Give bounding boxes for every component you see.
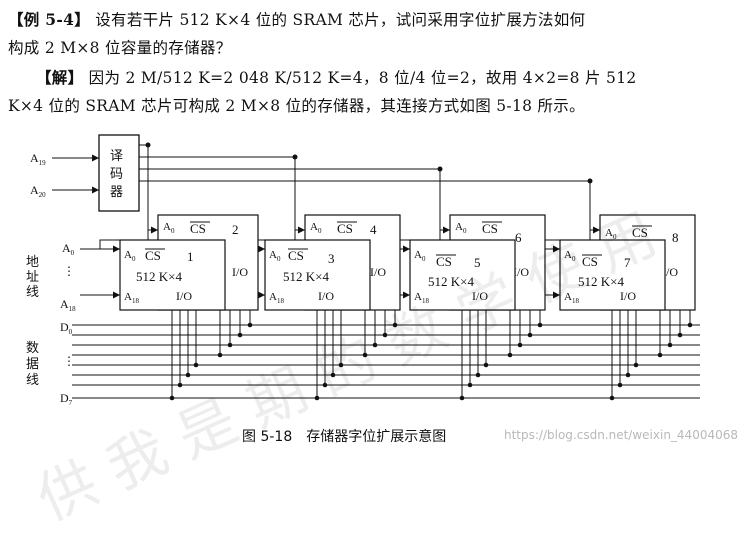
chip-7: A0 CS 7 512 K×4 A18 I/O: [559, 239, 666, 311]
svg-text:I/O: I/O: [318, 289, 334, 303]
a0-label: A0: [62, 241, 75, 257]
decoder-char-1: 译: [110, 148, 123, 163]
svg-text:2: 2: [232, 222, 239, 237]
addr-label-1: 地: [26, 254, 39, 269]
svg-text:CS: CS: [582, 254, 598, 269]
svg-text:A0: A0: [163, 221, 175, 235]
a20-label: A20: [30, 183, 46, 199]
memory-expansion-diagram: 译 码 器 A19 A20 地 址 线 数 据 线 A0 ⋮ A18 D0 ⋮: [26, 134, 700, 407]
addr-label-3: 线: [26, 284, 39, 299]
a18-label: A18: [60, 297, 76, 313]
svg-text:A18: A18: [564, 291, 579, 305]
data-label-2: 据: [26, 356, 39, 371]
svg-text:I/O: I/O: [513, 265, 529, 279]
svg-text:CS: CS: [482, 221, 498, 236]
decoder-junctions: [145, 142, 593, 184]
d7-label: D7: [60, 391, 73, 407]
svg-text:I/O: I/O: [620, 289, 636, 303]
solution-text-1: 因为 2 M/512 K=2 048 K/512 K=4，8 位/4 位=2，故…: [88, 69, 637, 87]
decoder-char-3: 器: [110, 184, 123, 199]
svg-text:8: 8: [672, 230, 679, 245]
svg-text:CS: CS: [436, 254, 452, 269]
svg-text:1: 1: [187, 249, 194, 264]
decoder-char-2: 码: [110, 166, 123, 181]
data-dots: ⋮: [63, 354, 75, 368]
svg-text:CS: CS: [145, 248, 161, 263]
svg-text:CS: CS: [288, 248, 304, 263]
a19-label: A19: [30, 151, 46, 167]
svg-text:I/O: I/O: [662, 265, 678, 279]
svg-text:I/O: I/O: [370, 265, 386, 279]
figure-caption: 图 5-18 存储器字位扩展示意图: [242, 429, 447, 445]
svg-text:3: 3: [328, 251, 335, 266]
svg-text:A0: A0: [414, 249, 426, 263]
solution-text-2: K×4 位的 SRAM 芯片可构成 2 M×8 位的存储器，其连接方式如图 5-…: [8, 97, 585, 115]
source-credit: https://blog.csdn.net/weixin_44004068: [503, 428, 738, 442]
svg-text:A0: A0: [124, 249, 136, 263]
solution-line-2: K×4 位的 SRAM 芯片可构成 2 M×8 位的存储器，其连接方式如图 5-…: [8, 94, 585, 116]
svg-text:I/O: I/O: [232, 265, 248, 279]
svg-text:A0: A0: [310, 221, 322, 235]
data-label-1: 数: [26, 340, 39, 355]
example-text-2: 构成 2 M×8 位容量的存储器？: [8, 39, 232, 57]
example-text-1: 设有若干片 512 K×4 位的 SRAM 芯片，试问采用字位扩展方法如何: [95, 11, 586, 29]
svg-text:I/O: I/O: [176, 289, 192, 303]
svg-text:A0: A0: [605, 227, 617, 241]
data-label-3: 线: [26, 372, 39, 387]
example-line-2: 构成 2 M×8 位容量的存储器？: [8, 36, 231, 58]
svg-text:CS: CS: [190, 221, 206, 236]
example-tag: 【例 5-4】: [8, 10, 90, 29]
svg-text:512 K×4: 512 K×4: [136, 269, 182, 284]
svg-text:6: 6: [515, 230, 522, 245]
svg-text:A0: A0: [564, 249, 576, 263]
svg-text:4: 4: [370, 222, 377, 237]
svg-text:512 K×4: 512 K×4: [283, 269, 329, 284]
svg-text:512 K×4: 512 K×4: [428, 274, 474, 289]
io-junctions: [169, 322, 693, 401]
decoder-box: [98, 134, 140, 212]
chip-3: A0 CS 3 512 K×4 A18 I/O: [264, 239, 371, 311]
chip-1: A0 CS 1 512 K×4 A18 I/O: [119, 239, 226, 311]
svg-text:A18: A18: [414, 291, 429, 305]
addr-label-2: 址: [26, 269, 39, 284]
svg-text:I/O: I/O: [472, 289, 488, 303]
svg-text:A18: A18: [269, 291, 284, 305]
svg-text:512 K×4: 512 K×4: [578, 274, 624, 289]
svg-text:7: 7: [624, 255, 631, 270]
svg-text:CS: CS: [632, 225, 648, 240]
d0-label: D0: [60, 320, 73, 336]
solution-line-1: 【解】 因为 2 M/512 K=2 048 K/512 K=4，8 位/4 位…: [36, 66, 637, 88]
io-taps: [171, 310, 691, 398]
svg-text:CS: CS: [337, 221, 353, 236]
example-line-1: 【例 5-4】 设有若干片 512 K×4 位的 SRAM 芯片，试问采用字位扩…: [8, 8, 585, 30]
solution-tag: 【解】: [36, 68, 84, 87]
svg-text:A0: A0: [269, 249, 281, 263]
svg-text:A18: A18: [124, 291, 139, 305]
svg-text:A0: A0: [455, 221, 467, 235]
svg-text:5: 5: [474, 255, 481, 270]
addr-dots: ⋮: [63, 264, 75, 278]
